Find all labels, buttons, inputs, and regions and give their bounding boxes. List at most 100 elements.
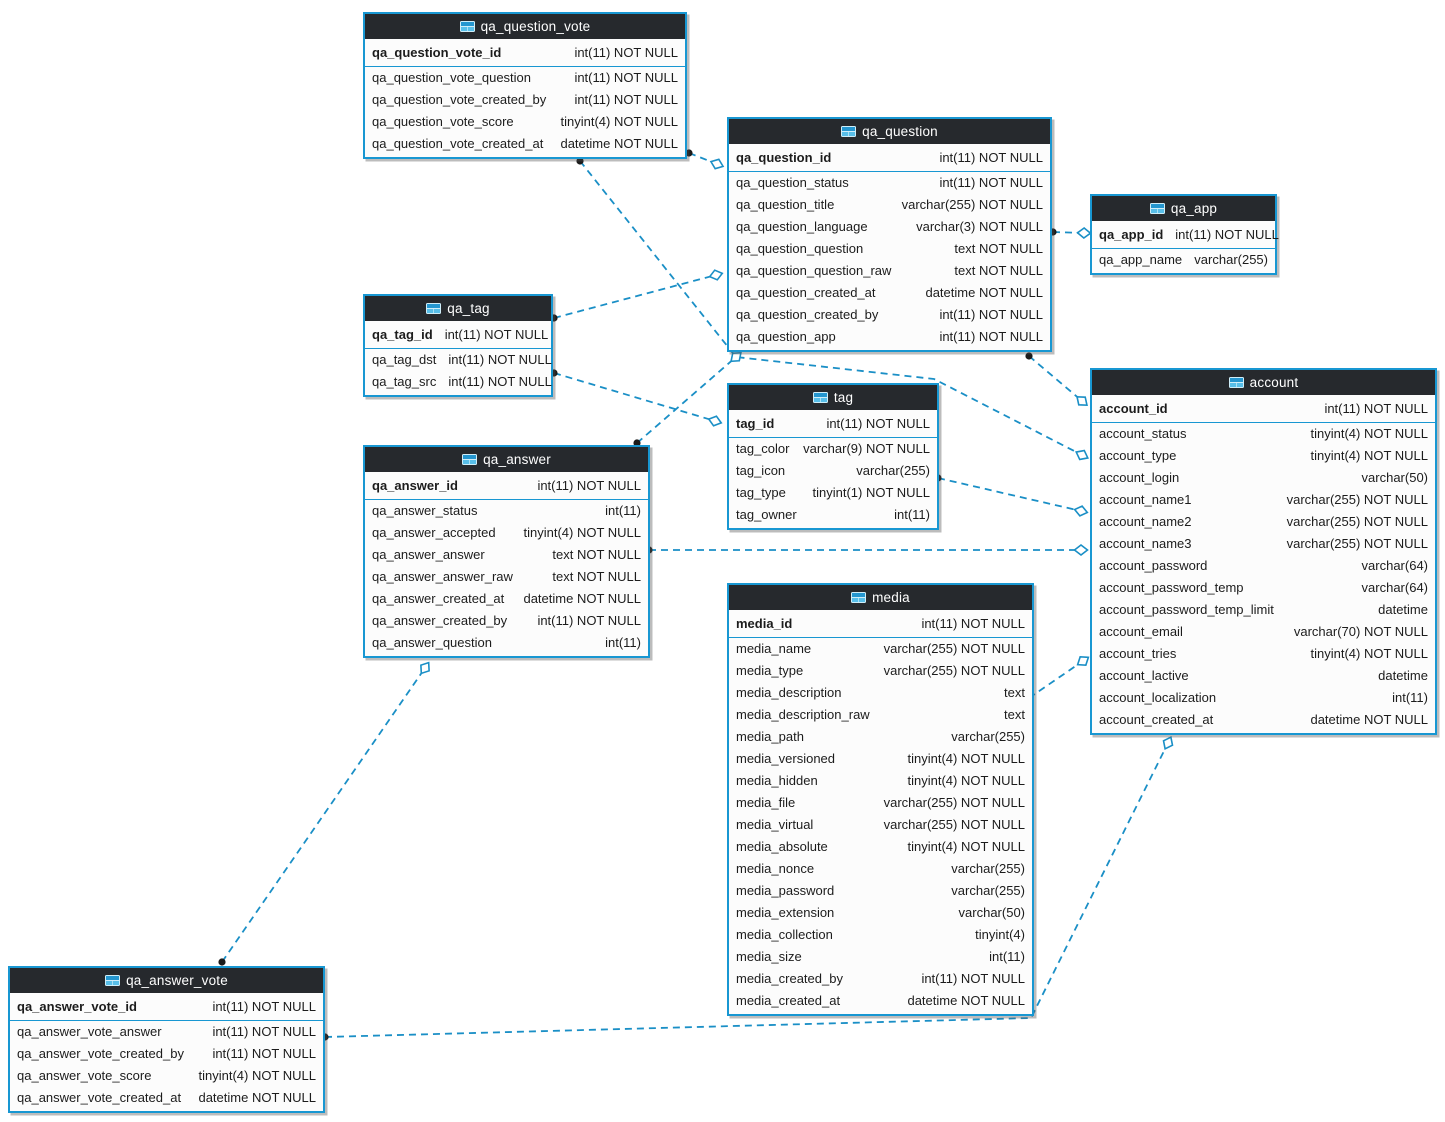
table-header-qa_question_vote[interactable]: qa_question_vote xyxy=(365,14,685,39)
table-header-qa_answer[interactable]: qa_answer xyxy=(365,447,648,472)
table-header-qa_question[interactable]: qa_question xyxy=(729,119,1050,144)
column-type: varchar(255) xyxy=(951,883,1025,898)
relationship-qa_tag-to-tag[interactable] xyxy=(553,372,716,422)
relationship-media-to-account[interactable] xyxy=(1028,660,1084,699)
table-header-tag[interactable]: tag xyxy=(729,385,937,410)
column-name: qa_question_vote_score xyxy=(372,114,514,129)
relationship-qa_question_vote-to-account[interactable] xyxy=(579,160,1083,456)
relationship-qa_answer-to-qa_question[interactable] xyxy=(636,356,737,444)
table-header-account[interactable]: account xyxy=(1092,370,1435,395)
relationship-qa_tag-to-qa_question[interactable] xyxy=(553,274,717,319)
table-header-media[interactable]: media xyxy=(729,585,1032,610)
relationship-tag-to-account[interactable] xyxy=(937,477,1082,512)
table-header-qa_answer_vote[interactable]: qa_answer_vote xyxy=(10,968,323,993)
relationship-qa_question-to-account[interactable] xyxy=(1028,355,1083,402)
table-header-qa_app[interactable]: qa_app xyxy=(1092,196,1275,221)
relationship-qa_answer_vote-to-qa_answer[interactable] xyxy=(221,667,426,963)
column-type: int(11) xyxy=(1392,690,1428,705)
table-header-qa_tag[interactable]: qa_tag xyxy=(365,296,551,321)
column-name: account_tries xyxy=(1099,646,1177,661)
